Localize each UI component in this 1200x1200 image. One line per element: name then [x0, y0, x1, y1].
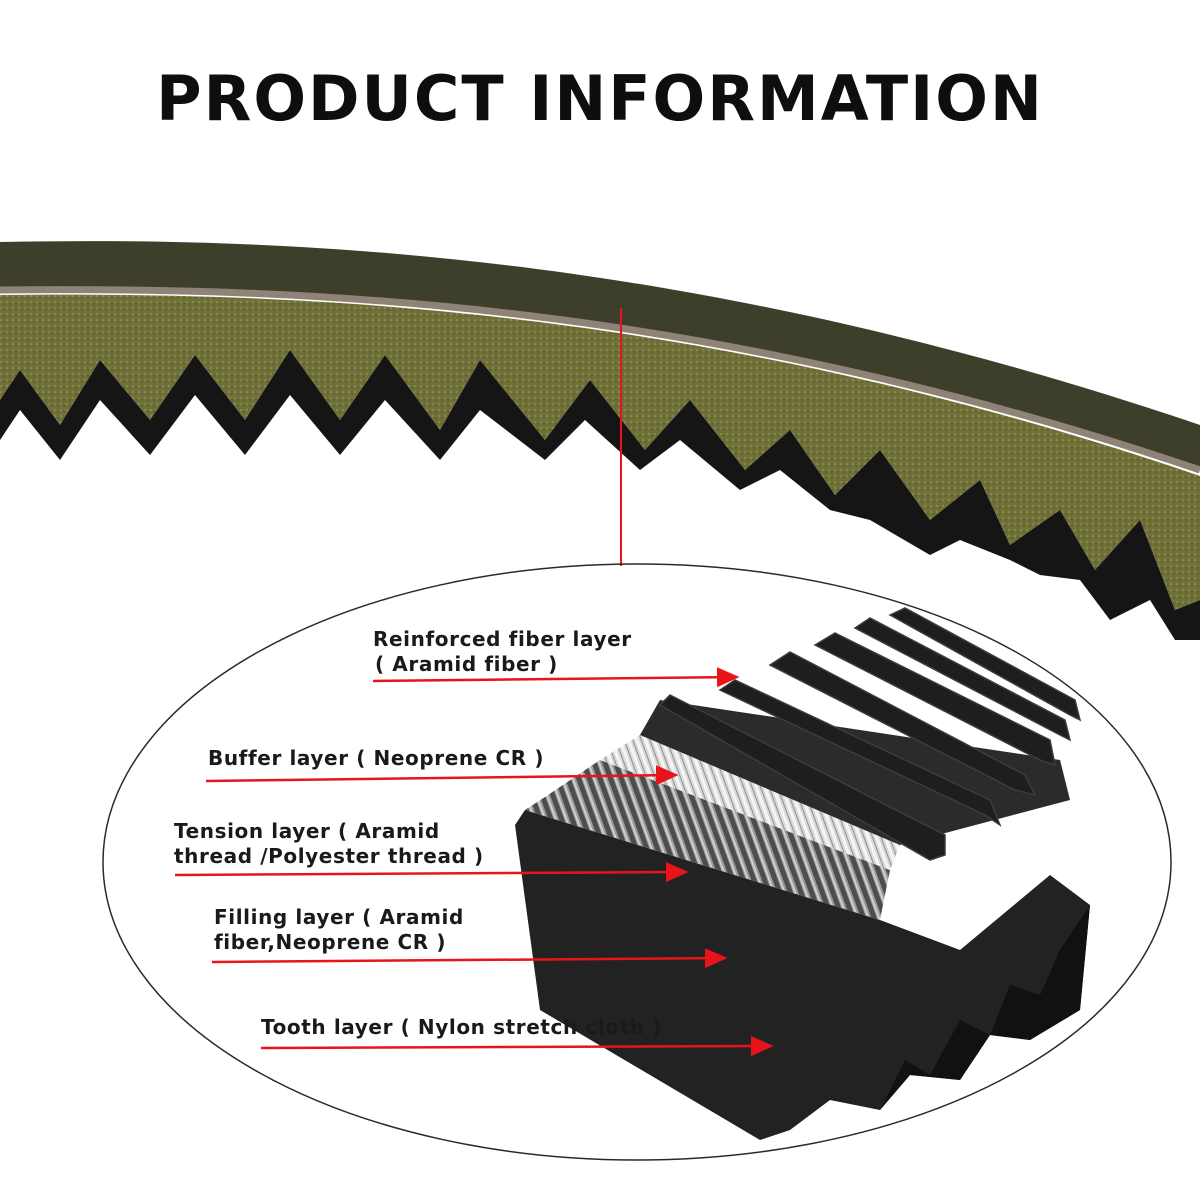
label-line1: Tooth layer ( Nylon stretch cloth ) — [261, 1015, 662, 1039]
arrow-reinforced — [372, 667, 740, 688]
detail-ellipse — [102, 563, 1172, 1161]
label-line2: ( Aramid fiber ) — [375, 652, 558, 676]
top-ribs — [658, 607, 1082, 861]
belt-photo — [0, 241, 1200, 640]
label-reinforced-fiber-layer: Reinforced fiber layer ( Aramid fiber ) — [373, 627, 632, 677]
side-teeth — [880, 905, 1090, 1110]
label-buffer-layer: Buffer layer ( Neoprene CR ) — [208, 746, 544, 771]
belt-cord-line — [0, 286, 1200, 474]
label-line1: Buffer layer ( Neoprene CR ) — [208, 746, 545, 770]
label-filling-layer: Filling layer ( Aramid fiber,Neoprene CR… — [214, 905, 464, 955]
label-line1: Tension layer ( Aramid — [174, 819, 440, 843]
label-line2: fiber,Neoprene CR ) — [214, 930, 447, 954]
arrow-tooth — [260, 1036, 774, 1057]
label-line1: Reinforced fiber layer — [373, 627, 632, 651]
label-line2: thread /Polyester thread ) — [174, 844, 484, 868]
arrow-tension — [174, 862, 689, 883]
label-line1: Filling layer ( Aramid — [214, 905, 464, 929]
label-tension-layer: Tension layer ( Aramid thread /Polyester… — [174, 819, 484, 869]
belt-cross-section — [515, 607, 1090, 1140]
arrow-buffer — [205, 765, 679, 786]
callout-arrows — [174, 667, 774, 1057]
belt-backing — [0, 241, 1200, 470]
belt-fiber-body — [0, 294, 1200, 610]
belt-teeth — [0, 350, 1200, 640]
label-tooth-layer: Tooth layer ( Nylon stretch cloth ) — [261, 1015, 662, 1040]
arrow-filling — [211, 948, 728, 969]
tension-cords — [525, 760, 890, 920]
page-title: PRODUCT INFORMATION — [156, 62, 1044, 135]
